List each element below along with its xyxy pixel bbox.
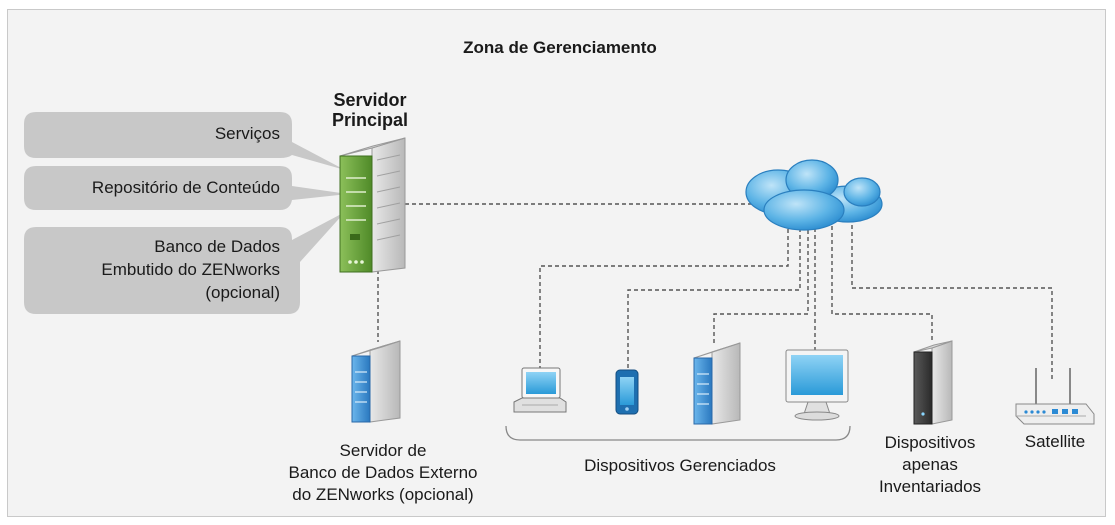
link-cloud-server [713,230,809,345]
zone-title: Zona de Gerenciamento [463,38,657,57]
callout-repositorio [24,166,348,210]
callout-banco-dados [24,212,345,314]
inventoried-devices-label: Dispositivos apenas Inventariados [878,433,982,496]
external-db-server-icon [351,340,401,423]
callout-servicos [24,112,345,170]
managed-devices-label: Dispositivos Gerenciados [584,456,776,475]
inventoried-device-icon [913,340,953,425]
managed-server-icon [693,342,741,425]
external-db-label: Servidor de Banco de Dados Externo do ZE… [288,441,478,504]
callout-label-repositorio: Repositório de Conteúdo [91,178,280,197]
link-cloud-phone [627,228,801,370]
laptop-icon [513,367,567,413]
satellite-label: Satellite [1024,432,1086,451]
network-cloud-icon [745,159,883,231]
callout-bubbles [24,112,348,314]
callout-label-servicos: Serviços [214,124,280,143]
primary-server-icon [339,137,406,273]
link-cloud-inventoried [831,226,933,340]
connection-lines [377,203,1053,380]
monitor-icon [785,349,849,421]
satellite-router-icon [1015,368,1095,425]
primary-server-title: Servidor Principal [331,90,409,130]
link-cloud-satellite [851,218,1053,380]
managed-devices-bracket [505,425,851,441]
callout-label-banco-dados: Banco de Dados Embutido do ZENworks (opc… [101,237,280,302]
smartphone-icon [615,369,639,415]
link-cloud-laptop [539,222,789,368]
